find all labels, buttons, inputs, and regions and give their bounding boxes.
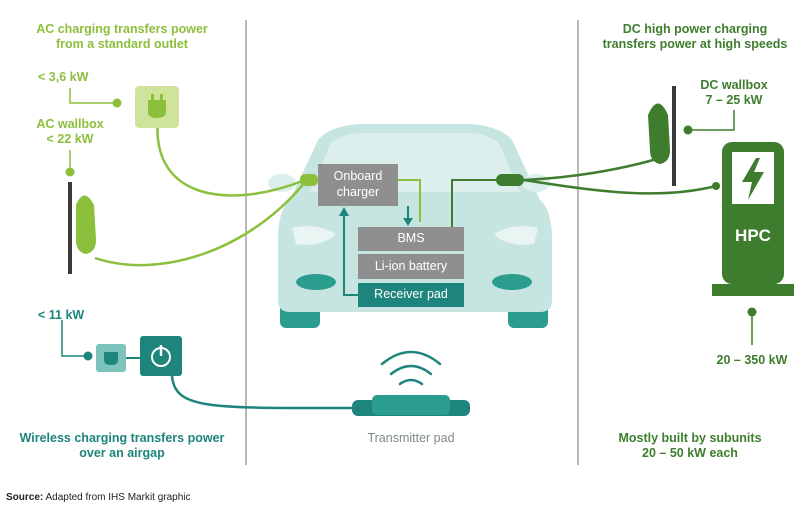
dc-wallbox-dot [683, 125, 693, 135]
onboard-line2: charger [336, 185, 380, 199]
ac-heading-line2: from a standard outlet [56, 37, 188, 51]
source-label: Source: [6, 492, 44, 503]
ac-wallbox-label: AC wallbox < 22 kW [30, 117, 110, 147]
ac-wallbox-dot [65, 167, 75, 177]
wireless-cable [170, 375, 361, 410]
ac-heading-line1: AC charging transfers power [36, 22, 208, 36]
ac-outlet-icon [135, 86, 179, 128]
transmitter-pad-label: Transmitter pad [367, 431, 455, 445]
hpc-power: 20 – 350 kW [716, 353, 788, 367]
bms-box [358, 227, 464, 251]
wireless-power: < 11 kW [38, 308, 85, 322]
dc-footer-line2: 20 – 50 kW each [642, 446, 738, 460]
ac-wallbox-cable [94, 181, 306, 267]
bms-label: BMS [397, 231, 425, 245]
dc-footer: Mostly built by subunits 20 – 50 kW each [600, 431, 780, 461]
car-mirror-left [268, 174, 296, 192]
wireless-outlet-icon [96, 344, 126, 372]
dc-hpc-cable [523, 178, 717, 195]
ac-outlet-power: < 3,6 kW [38, 70, 89, 84]
car-foglight-right [492, 274, 532, 290]
ac-plug-connector [300, 174, 318, 186]
dc-wallbox-cable [523, 156, 661, 182]
dc-heading: DC high power charging transfers power a… [590, 22, 800, 52]
ac-outlet-dot [112, 98, 122, 108]
dc-wallbox-icon [648, 86, 676, 186]
dc-footer-line1: Mostly built by subunits [618, 431, 762, 445]
wireless-heading-line1: Wireless charging transfers power [19, 431, 225, 445]
dc-heading-line1: DC high power charging [622, 22, 768, 36]
dc-plug-connector [496, 174, 524, 186]
onboard-charger-label: Onboard charger [318, 168, 398, 200]
receiver-pad-box [358, 283, 464, 307]
hpc-label: HPC [735, 226, 771, 245]
ac-internal-line [395, 179, 421, 222]
car-headlight-right [494, 226, 538, 245]
wireless-dot [83, 351, 93, 361]
car-headlight-left [292, 226, 336, 245]
hpc-station-icon [712, 142, 794, 296]
wireless-heading: Wireless charging transfers power over a… [12, 431, 232, 461]
dc-wallbox-leader [688, 110, 735, 131]
wireless-signal-icon [380, 350, 442, 386]
dc-wallbox-power: 7 – 25 kW [705, 93, 763, 107]
battery-label: Li-ion battery [374, 259, 448, 273]
transmitter-pad-icon [352, 395, 470, 416]
wireless-heading-line2: over an airgap [79, 446, 165, 460]
ac-wallbox-icon [68, 182, 96, 274]
ac-heading: AC charging transfers power from a stand… [22, 22, 222, 52]
dc-wallbox-label: DC wallbox 7 – 25 kW [694, 78, 774, 108]
ac-wallbox-power: < 22 kW [46, 132, 94, 146]
car-foglight-left [296, 274, 336, 290]
dc-heading-line2: transfers power at high speeds [602, 37, 788, 51]
wireless-power-unit-icon [140, 336, 182, 376]
onboard-line1: Onboard [333, 169, 383, 183]
dc-internal-line [451, 179, 500, 227]
source-note: Source: Adapted from IHS Markit graphic [6, 492, 191, 503]
wireless-leader [61, 320, 88, 357]
ac-outlet-leader [69, 88, 117, 104]
ac-outlet-cable [156, 117, 306, 197]
receiver-pad-label: Receiver pad [374, 287, 448, 301]
source-text: Adapted from IHS Markit graphic [43, 492, 191, 503]
receiver-to-charger-arrow [343, 214, 358, 296]
battery-box [358, 254, 464, 279]
hpc-dot [747, 307, 757, 317]
dc-wallbox-title: DC wallbox [700, 78, 768, 92]
onboard-charger-box [318, 164, 398, 206]
ac-wallbox-title: AC wallbox [36, 117, 104, 131]
